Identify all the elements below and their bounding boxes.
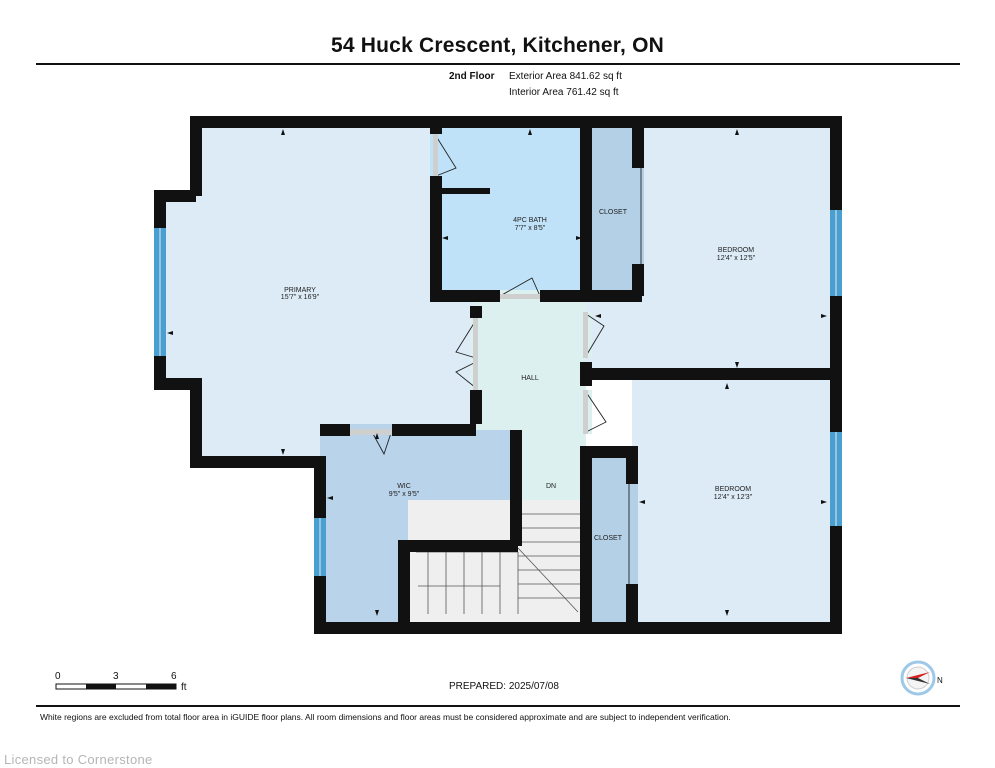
compass-icon [900, 660, 936, 696]
primary-dims: 15'7" x 16'9" [281, 294, 320, 301]
plan-title: 54 Huck Crescent, Kitchener, ON [331, 34, 664, 57]
closet-bottom [586, 452, 632, 622]
exterior-area: Exterior Area 841.62 sq ft [509, 71, 622, 82]
dimension-markers [167, 129, 827, 616]
closet-top [586, 122, 638, 298]
wic-label: WIC [397, 483, 411, 490]
footer-rule [36, 705, 960, 707]
bedroom-top-label: BEDROOM [718, 247, 754, 254]
hall-label: HALL [521, 375, 539, 382]
primary-room [160, 122, 476, 462]
interior-area: Interior Area 761.42 sq ft [509, 87, 619, 98]
watermark: Licensed to Cornerstone [4, 752, 153, 767]
bedroom-bottom-dims: 12'4" x 12'3" [714, 494, 753, 501]
stair-treads [416, 513, 582, 614]
title-rule [36, 63, 960, 65]
bath-dims: 7'7" x 8'5" [515, 225, 546, 232]
bedroom-bottom-label: BEDROOM [715, 486, 751, 493]
stairs-area [408, 500, 586, 622]
scale-label-0: 0 [55, 671, 61, 682]
wic-dims: 9'5" x 9'5" [389, 491, 420, 498]
closet-bottom-label: CLOSET [594, 535, 623, 542]
primary-label: PRIMARY [284, 287, 316, 294]
compass-north-label: N [937, 676, 943, 685]
prepared-date: PREPARED: 2025/07/08 [449, 681, 559, 692]
bath-room [436, 122, 586, 300]
window-lines [159, 210, 837, 576]
scale-unit: ft [181, 682, 187, 693]
closet-top-label: CLOSET [599, 209, 628, 216]
bedroom-bottom [632, 378, 836, 622]
door-thresholds [350, 134, 588, 435]
floor-label: 2nd Floor [449, 71, 495, 82]
bath-label: 4PC BATH [513, 217, 547, 224]
footer-note: White regions are excluded from total fl… [40, 712, 731, 722]
doors [371, 135, 642, 584]
bedroom-top [586, 122, 836, 374]
bedroom-top-dims: 12'4" x 12'5" [717, 255, 756, 262]
scale-label-6: 6 [171, 671, 177, 682]
scale-label-3: 3 [113, 671, 119, 682]
scale-bar [55, 683, 177, 690]
stairs-down-label: DN [546, 483, 556, 490]
